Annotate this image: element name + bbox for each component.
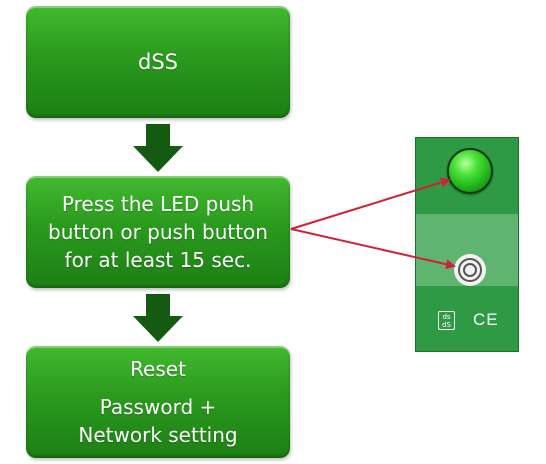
dss-label: dSS: [138, 50, 178, 74]
press-line-2: button or push button: [48, 220, 268, 244]
down-arrow-icon: [133, 294, 183, 342]
device-front-panel: ds dS CE: [415, 137, 519, 352]
press-line-1: Press the LED push: [61, 192, 255, 216]
led-push-button: [447, 148, 493, 194]
reset-box: Reset Password + Network setting: [26, 346, 290, 458]
reset-line-2: Network setting: [78, 423, 238, 447]
press-button-instruction-box: Press the LED push button or push button…: [26, 176, 290, 288]
press-line-3: for at least 15 sec.: [64, 248, 252, 272]
reset-title: Reset: [130, 357, 186, 381]
ds-logo-icon: ds dS: [438, 311, 455, 330]
ds-logo-top: ds: [442, 313, 451, 321]
down-arrow-icon: [133, 124, 183, 172]
push-button-icon: [454, 254, 486, 286]
dss-box: dSS: [26, 6, 290, 118]
ds-logo-bottom: dS: [442, 321, 451, 329]
ce-mark: CE: [473, 310, 499, 329]
reset-line-1: Password +: [99, 395, 217, 419]
